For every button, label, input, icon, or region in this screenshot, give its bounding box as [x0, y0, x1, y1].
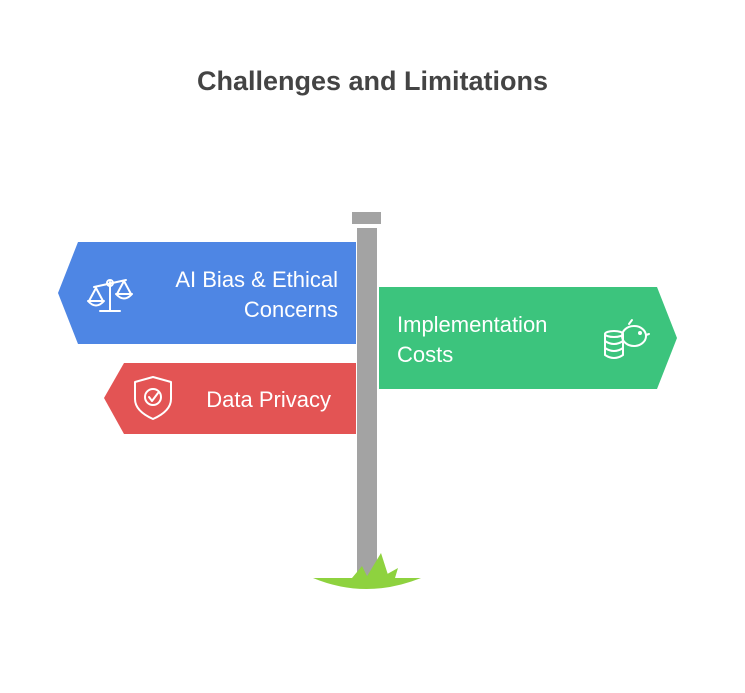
sign-privacy-label: Data Privacy	[206, 387, 331, 412]
sign-costs-line2: Costs	[397, 342, 453, 367]
piggy-bank-icon	[604, 319, 650, 359]
sign-ai-bias-line2: Concerns	[244, 297, 338, 322]
scales-icon	[87, 279, 133, 312]
sign-ai-bias-board	[58, 242, 356, 344]
signpost-pole	[357, 228, 377, 578]
sign-data-privacy: Data Privacy	[104, 363, 356, 434]
sign-implementation-costs: Implementation Costs	[379, 287, 677, 389]
sign-costs-line1: Implementation	[397, 312, 547, 337]
pole-cap	[352, 212, 381, 224]
shield-check-icon	[134, 376, 172, 420]
diagram-title: Challenges and Limitations	[196, 66, 549, 96]
grass-base	[313, 553, 421, 589]
sign-ai-bias-line1: AI Bias & Ethical	[175, 267, 338, 292]
sign-ai-bias: AI Bias & Ethical Concerns	[58, 242, 356, 344]
sign-costs-board	[379, 287, 677, 389]
